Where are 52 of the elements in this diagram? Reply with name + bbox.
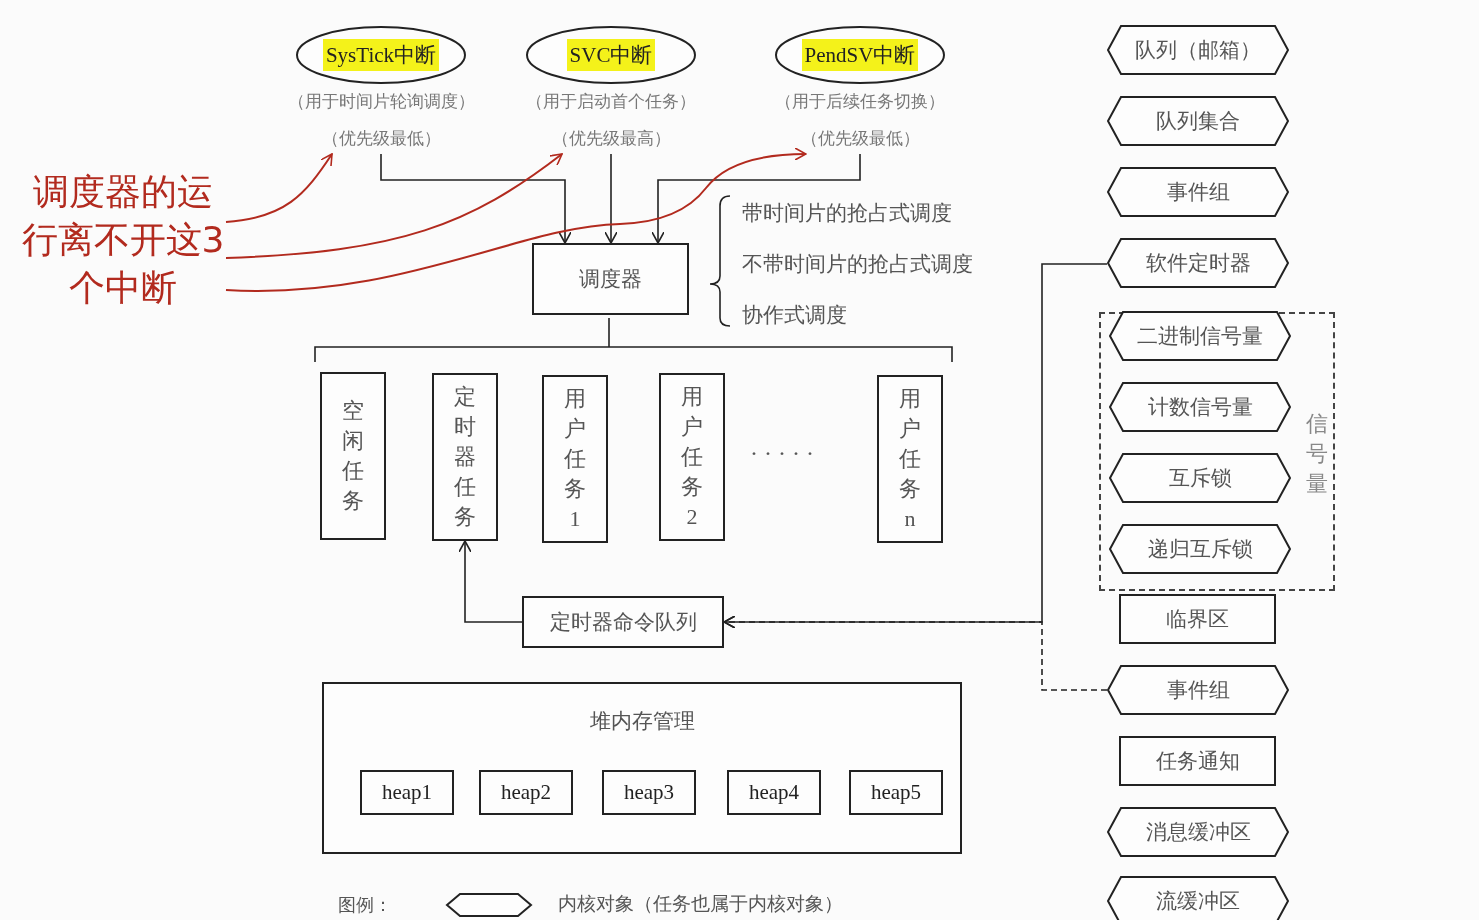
kernel-object-hexagon: 二进制信号量 [1109,311,1291,361]
memory-panel [322,682,962,854]
task-box: 空闲任务 [320,372,386,540]
kernel-object-hexagon: 消息缓冲区 [1107,807,1289,857]
curved-arrow [225,153,563,259]
process-box: 临界区 [1119,594,1276,644]
kernel-object-hexagon: 递归互斥锁 [1109,524,1291,574]
note-text: （优先级最低） [320,127,442,150]
kernel-object-hexagon: 计数信号量 [1109,382,1291,432]
note-text: （用于时间片轮询调度） [286,90,476,113]
ellipsis-dots: · · · · · [750,440,815,468]
kernel-object-hexagon: 队列集合 [1107,96,1289,146]
scheduling-type: 不带时间片的抢占式调度 [742,251,973,278]
handwritten-note: 调度器的运行离不开这3个中断 [20,168,226,318]
heap-box: heap4 [727,770,821,815]
legend-title: 图例： [338,894,393,917]
heap-box: heap3 [602,770,696,815]
arrow [604,153,618,244]
dashed-group [1099,312,1335,591]
process-box: 任务通知 [1119,736,1276,786]
arrow [458,540,523,623]
kernel-object-hexagon: 事件组 [1107,665,1289,715]
group-label: 信号量 [1305,410,1329,498]
heap-box: heap2 [479,770,573,815]
kernel-object-hexagon: 事件组 [1107,167,1289,217]
kernel-object-hexagon: 互斥锁 [1109,453,1291,503]
interrupt-ellipse: SVC中断 [526,26,696,84]
note-text: （用于启动首个任务） [525,90,697,113]
task-box: 用户任务1 [542,375,608,543]
task-box: 用户任务n [877,375,943,543]
note-text: （优先级最低） [799,127,921,150]
process-box: 定时器命令队列 [522,596,724,648]
scheduling-type: 协作式调度 [742,302,847,329]
arrow [723,615,1108,691]
curved-arrow [225,147,807,292]
interrupt-ellipse: PendSV中断 [775,26,945,84]
task-box: 定时器任务 [432,373,498,541]
scheduling-type: 带时间片的抢占式调度 [742,200,952,227]
heap-box: heap5 [849,770,943,815]
curved-arrow [225,153,333,223]
kernel-object-hexagon: 队列（邮箱） [1107,25,1289,75]
interrupt-ellipse: SysTick中断 [296,26,466,84]
task-box: 用户任务2 [659,373,725,541]
note-text: （用于后续任务切换） [774,90,946,113]
kernel-object-hexagon: 软件定时器 [1107,238,1289,288]
note-text: （优先级最高） [550,127,672,150]
arrow [651,153,861,244]
heap-box: heap1 [360,770,454,815]
kernel-object-hexagon: 流缓冲区 [1107,876,1289,920]
arrow [380,153,572,244]
legend-text: 内核对象（任务也属于内核对象） [558,892,844,916]
panel-title: 堆内存管理 [588,708,696,735]
